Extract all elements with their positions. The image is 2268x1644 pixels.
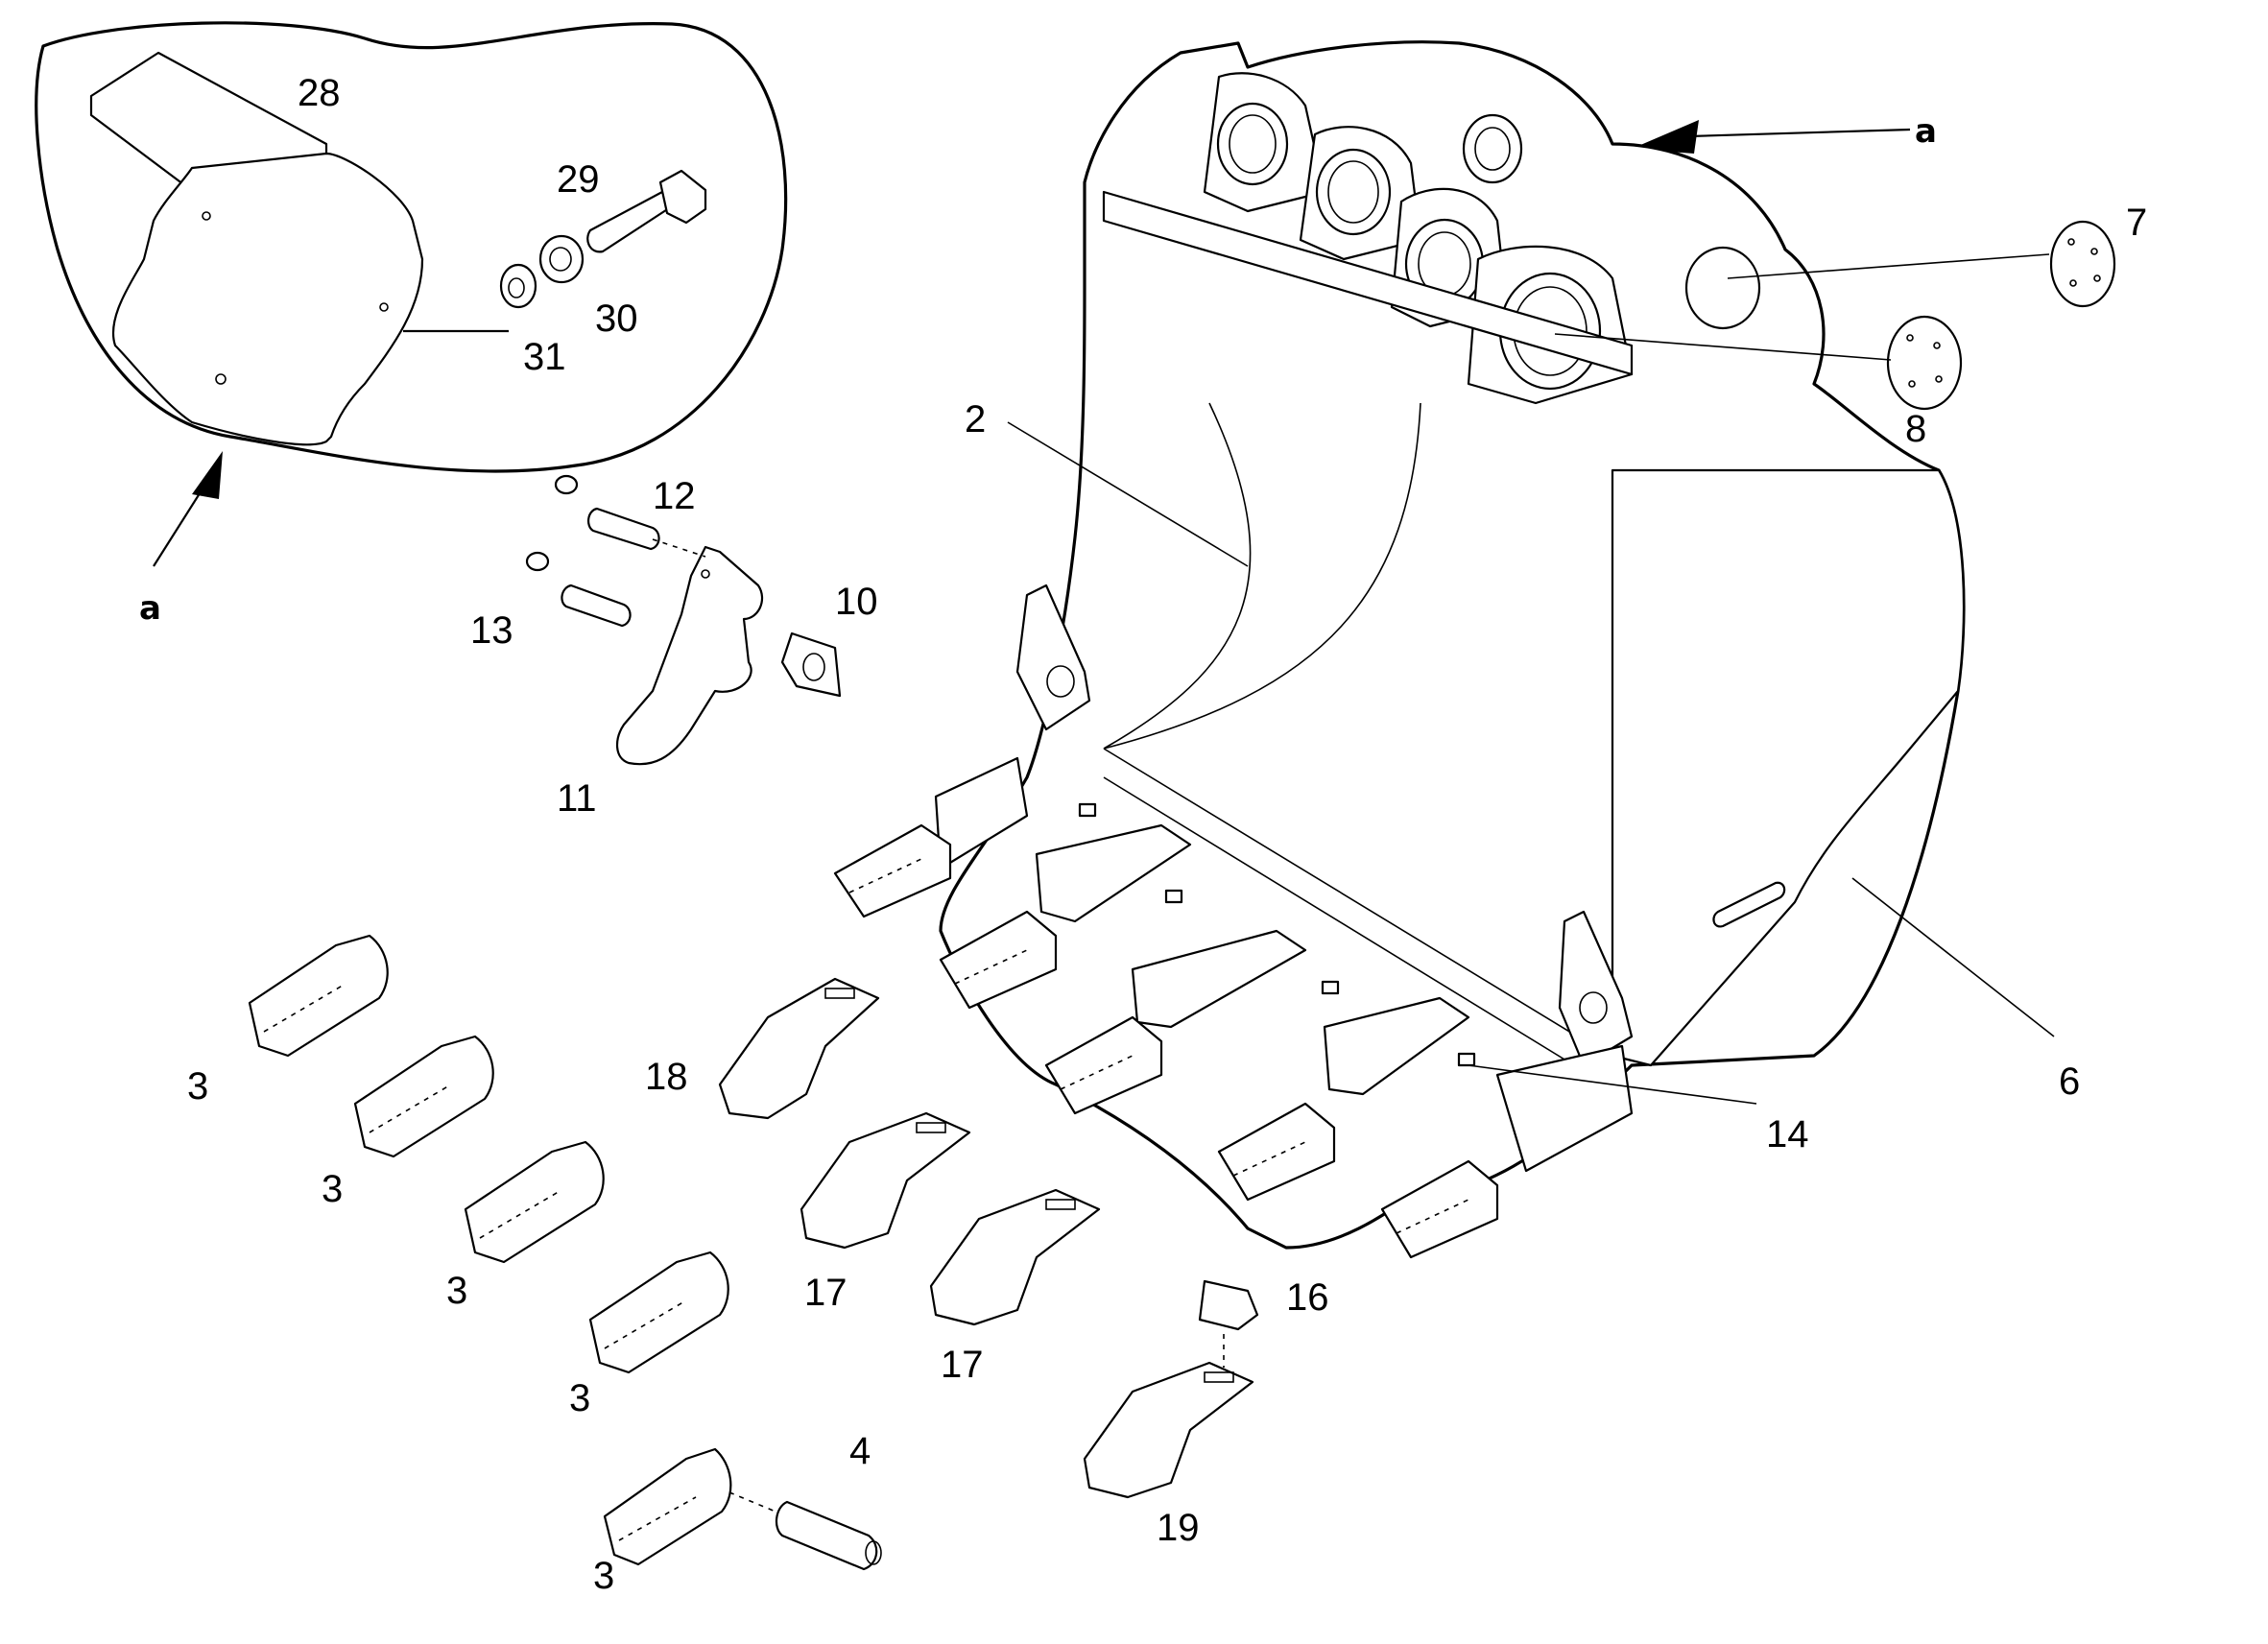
callout-2: 2 <box>965 398 986 441</box>
bucket-assembly <box>833 40 1966 1259</box>
callout-7: 7 <box>2126 202 2147 244</box>
view-arrow-a-left <box>153 451 223 567</box>
view-marker-a: a <box>139 589 161 628</box>
view-arrow-a-top <box>1632 120 1911 154</box>
loose-tooth-3-b <box>353 1035 494 1158</box>
leader-lines <box>1007 253 2055 1105</box>
bucket-tooth-5 <box>1380 1044 1634 1259</box>
callout-14: 14 <box>1766 1113 1809 1156</box>
bucket-tooth-4 <box>1217 996 1470 1202</box>
bucket-tooth-1 <box>833 756 1029 918</box>
callout-11: 11 <box>557 777 597 820</box>
callout-19: 19 <box>1157 1507 1200 1549</box>
callout-3: 3 <box>569 1377 590 1419</box>
callout-3: 3 <box>187 1065 208 1108</box>
side-tooth-11 <box>616 545 764 766</box>
callout-29: 29 <box>557 158 600 201</box>
callout-labels: 2 3 3 3 3 3 4 6 7 8 10 11 12 13 14 16 17… <box>139 72 2147 1597</box>
loose-tooth-3-d <box>588 1251 729 1374</box>
callout-12: 12 <box>653 475 696 517</box>
loose-tooth-3-e <box>603 1447 732 1566</box>
bolt-29 <box>586 169 707 253</box>
detail-view-a-bubble <box>35 21 788 473</box>
callout-10: 10 <box>835 581 878 623</box>
callout-17: 17 <box>941 1344 984 1386</box>
cover-plate-7 <box>2049 220 2116 308</box>
pin-12 <box>554 474 706 558</box>
adapter-18 <box>718 977 880 1120</box>
callout-18: 18 <box>645 1056 688 1098</box>
callout-8: 8 <box>1905 408 1926 450</box>
callout-3: 3 <box>446 1270 467 1312</box>
bucket-tooth-3 <box>1044 929 1307 1115</box>
callout-13: 13 <box>470 609 513 652</box>
view-marker-a: a <box>1915 112 1937 151</box>
side-cutter-plate <box>89 51 509 446</box>
adapter-17-b <box>929 1188 1101 1326</box>
callout-4: 4 <box>849 1430 871 1472</box>
adapter-17-a <box>800 1111 971 1250</box>
bucket-tooth-2 <box>939 823 1192 1010</box>
lock-10 <box>780 631 842 698</box>
callout-3: 3 <box>322 1168 343 1210</box>
callout-6: 6 <box>2059 1060 2080 1103</box>
lock-16 <box>1198 1279 1259 1368</box>
washer-30 <box>538 234 585 284</box>
loose-tooth-3-c <box>464 1140 605 1264</box>
cover-plate-8 <box>1886 315 1963 411</box>
pin-13 <box>525 551 632 628</box>
loose-tooth-3-a <box>248 934 389 1058</box>
pin-4 <box>728 1491 882 1571</box>
callout-31: 31 <box>523 336 566 378</box>
washer-31 <box>499 263 537 309</box>
callout-3: 3 <box>593 1555 614 1597</box>
callout-16: 16 <box>1286 1276 1329 1319</box>
adapter-19 <box>1083 1361 1254 1499</box>
callout-30: 30 <box>595 298 638 340</box>
callout-28: 28 <box>298 72 341 114</box>
callout-17: 17 <box>804 1272 848 1314</box>
